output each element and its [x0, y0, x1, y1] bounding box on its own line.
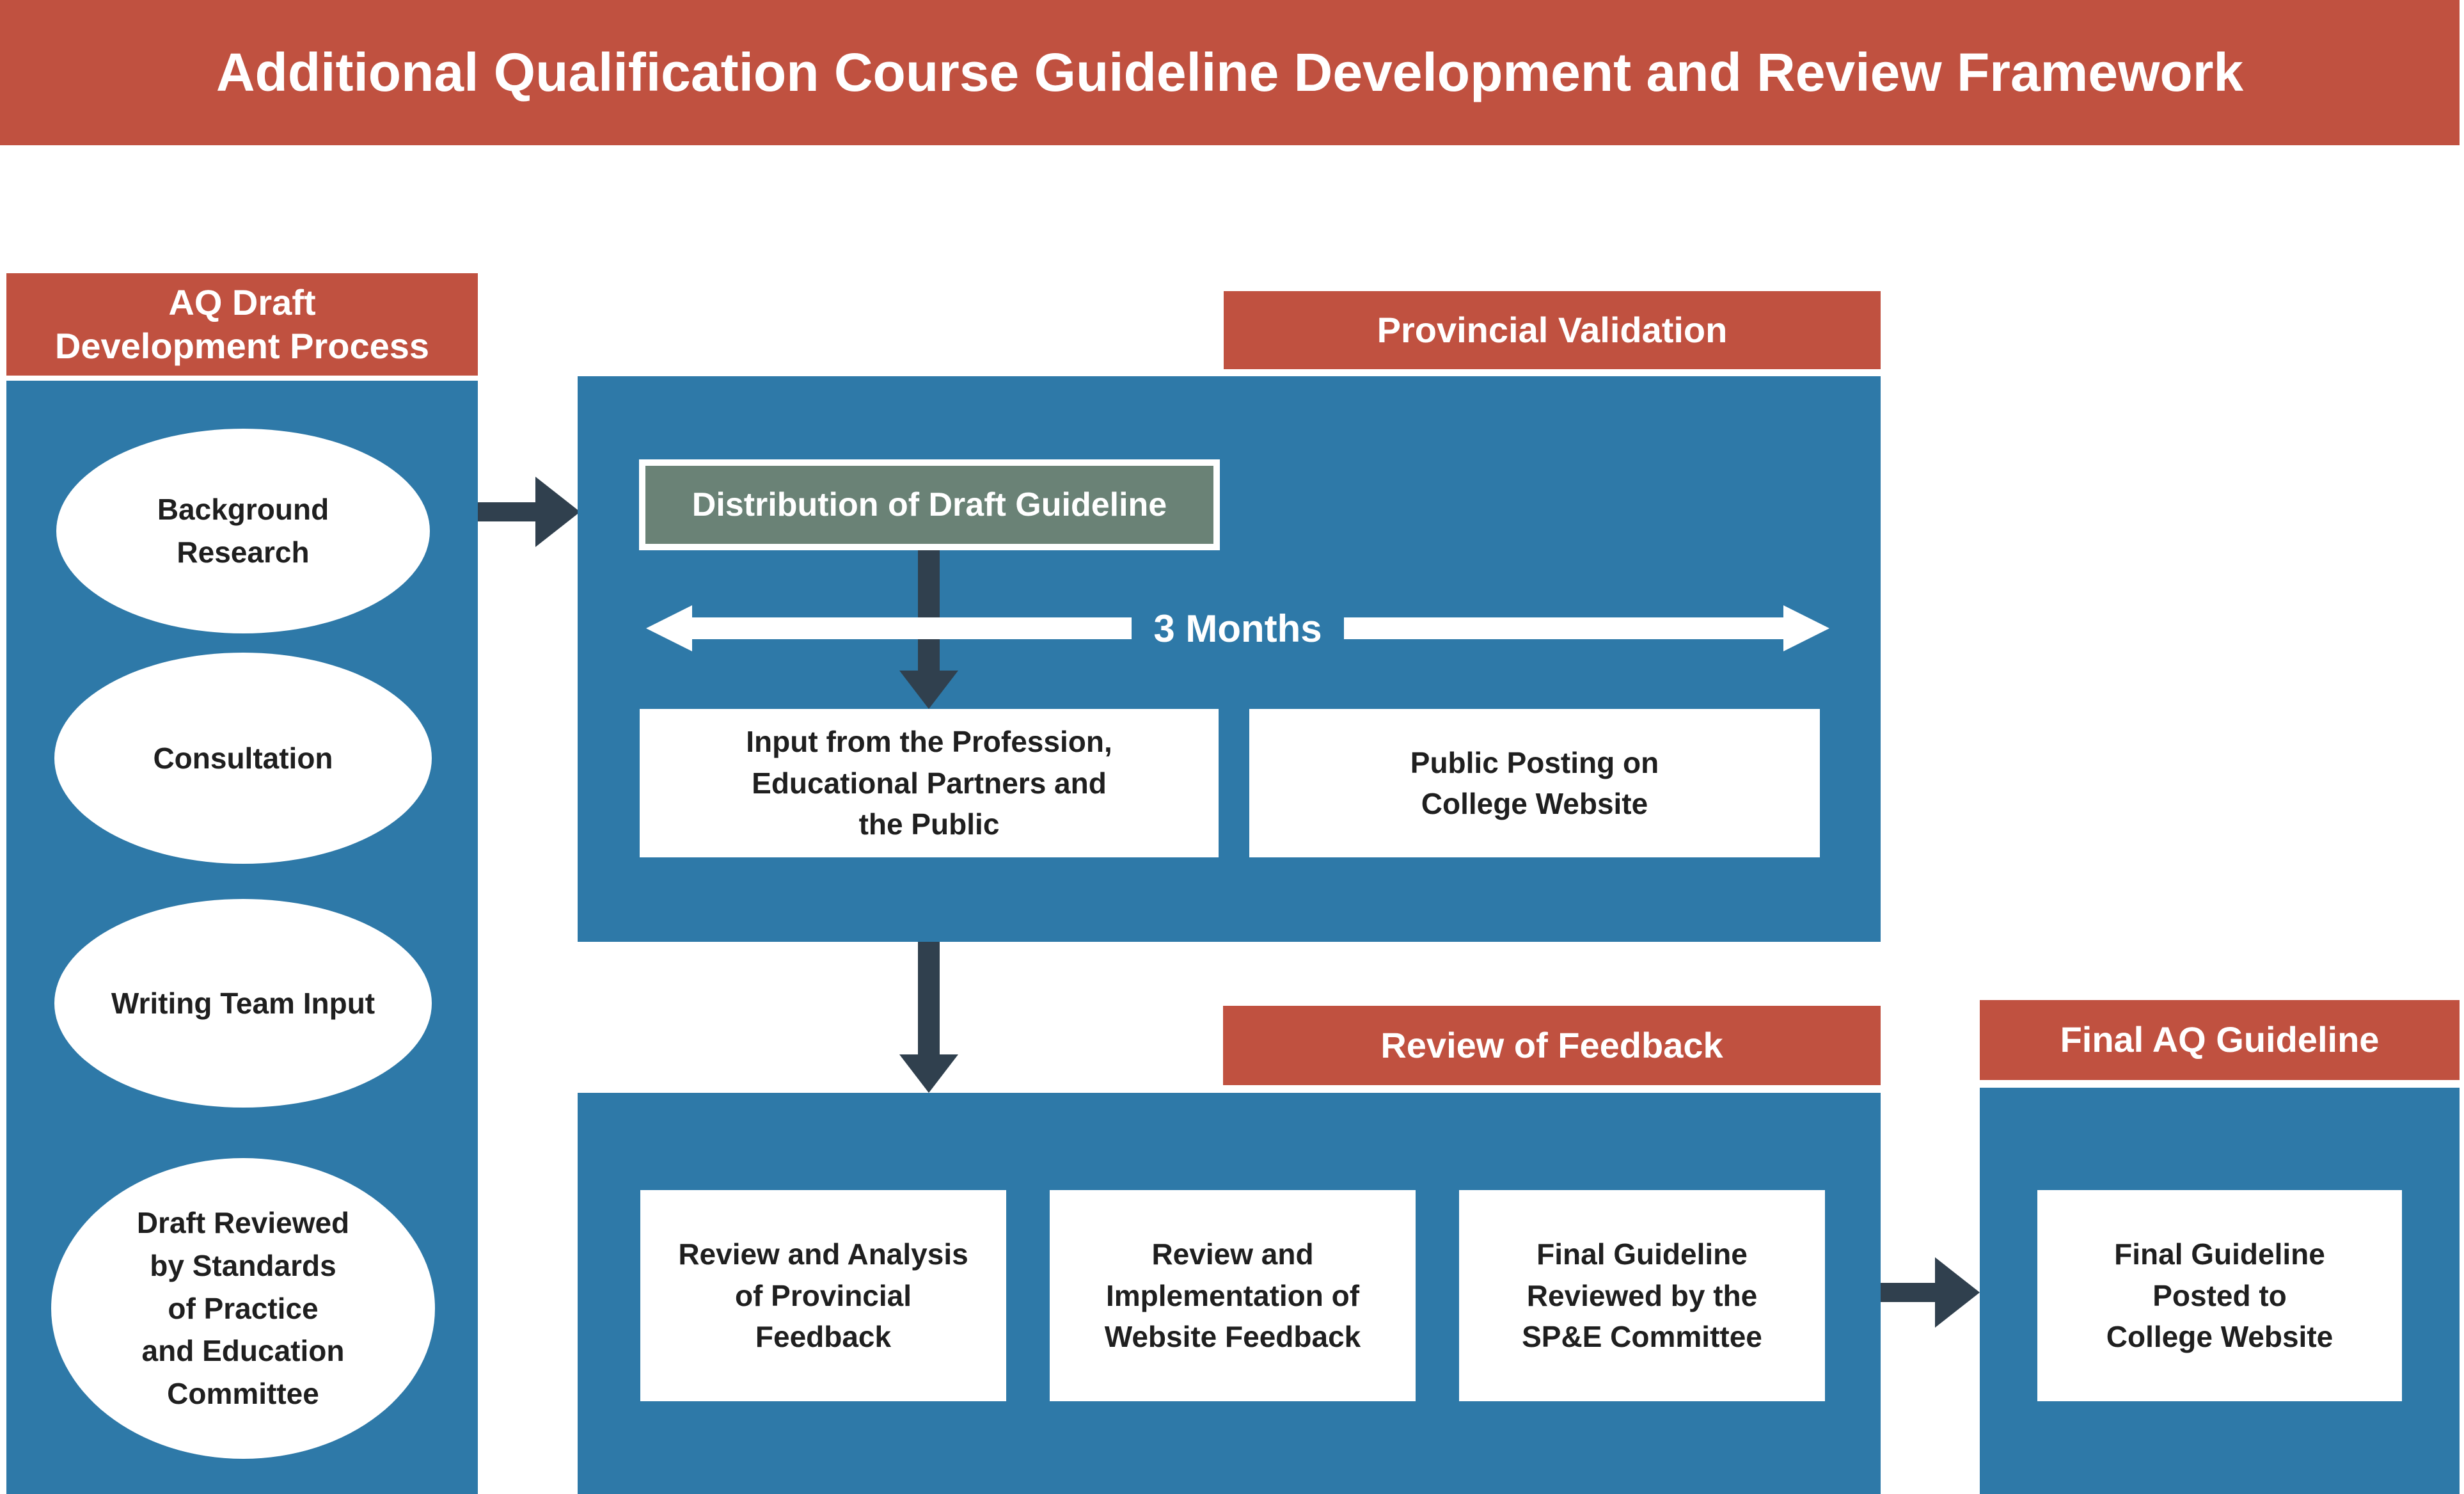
arrow-left-to-validation-shaft: [478, 502, 535, 521]
card-public-posting: Public Posting on College Website: [1249, 709, 1820, 857]
section-header-label: Final AQ Guideline: [2060, 1019, 2380, 1060]
card-review-analysis-provincial-feedback: Review and Analysis of Provincial Feedba…: [640, 1190, 1006, 1401]
card-label: Public Posting on College Website: [1410, 745, 1659, 820]
step-label: Writing Team Input: [111, 986, 375, 1020]
step-label: Draft Reviewed by Standards of Practice …: [136, 1206, 350, 1411]
arrow-left-to-validation-icon: [535, 477, 580, 547]
step-ellipse-writing-team-input: Writing Team Input: [54, 899, 432, 1108]
step-label: Background Research: [157, 493, 329, 569]
section-header-aq-draft-development: AQ Draft Development Process: [6, 273, 478, 376]
card-label: Review and Implementation of Website Fee…: [1104, 1237, 1361, 1354]
card-final-guideline-posted: Final Guideline Posted to College Websit…: [2037, 1190, 2402, 1401]
arrow-distribution-down-shaft: [918, 550, 940, 672]
section-header-provincial-validation: Provincial Validation: [1224, 291, 1881, 369]
card-label: Input from the Profession, Educational P…: [746, 725, 1112, 841]
arrow-bar-left: [692, 617, 1132, 639]
card-label: Final Guideline Posted to College Websit…: [2106, 1237, 2334, 1354]
card-final-guideline-reviewed-spe: Final Guideline Reviewed by the SP&E Com…: [1459, 1190, 1825, 1401]
arrow-right-icon: [1783, 605, 1830, 651]
step-ellipse-draft-reviewed-spe: Draft Reviewed by Standards of Practice …: [51, 1158, 435, 1459]
section-header-final-aq-guideline: Final AQ Guideline: [1980, 1000, 2460, 1080]
card-label: Review and Analysis of Provincial Feedba…: [678, 1237, 968, 1354]
arrow-validation-to-review-icon: [899, 1054, 958, 1093]
arrow-left-icon: [646, 605, 692, 651]
section-header-label: Provincial Validation: [1377, 309, 1728, 350]
page-title: Additional Qualification Course Guidelin…: [216, 42, 2244, 102]
title-banner: Additional Qualification Course Guidelin…: [0, 0, 2460, 145]
section-header-review-of-feedback: Review of Feedback: [1223, 1006, 1881, 1085]
card-input-from-profession: Input from the Profession, Educational P…: [640, 709, 1219, 857]
box-label: Distribution of Draft Guideline: [691, 486, 1167, 523]
card-review-implementation-website-feedback: Review and Implementation of Website Fee…: [1050, 1190, 1416, 1401]
arrow-review-to-final-icon: [1935, 1257, 1980, 1328]
arrow-review-to-final-shaft: [1881, 1283, 1935, 1302]
box-distribution-of-draft-guideline: Distribution of Draft Guideline: [639, 459, 1220, 550]
step-ellipse-background-research: Background Research: [56, 429, 430, 633]
step-label: Consultation: [153, 741, 333, 775]
card-label: Final Guideline Reviewed by the SP&E Com…: [1522, 1237, 1762, 1354]
arrow-distribution-down-icon: [899, 671, 958, 709]
step-ellipse-consultation: Consultation: [54, 653, 432, 864]
duration-arrow-3-months: 3 Months: [646, 605, 1830, 651]
arrow-validation-to-review-shaft: [918, 942, 940, 1056]
section-header-label: Review of Feedback: [1380, 1024, 1723, 1065]
duration-label: 3 Months: [1153, 607, 1322, 650]
arrow-bar-right: [1343, 617, 1784, 639]
section-header-label: AQ Draft Development Process: [54, 282, 430, 366]
